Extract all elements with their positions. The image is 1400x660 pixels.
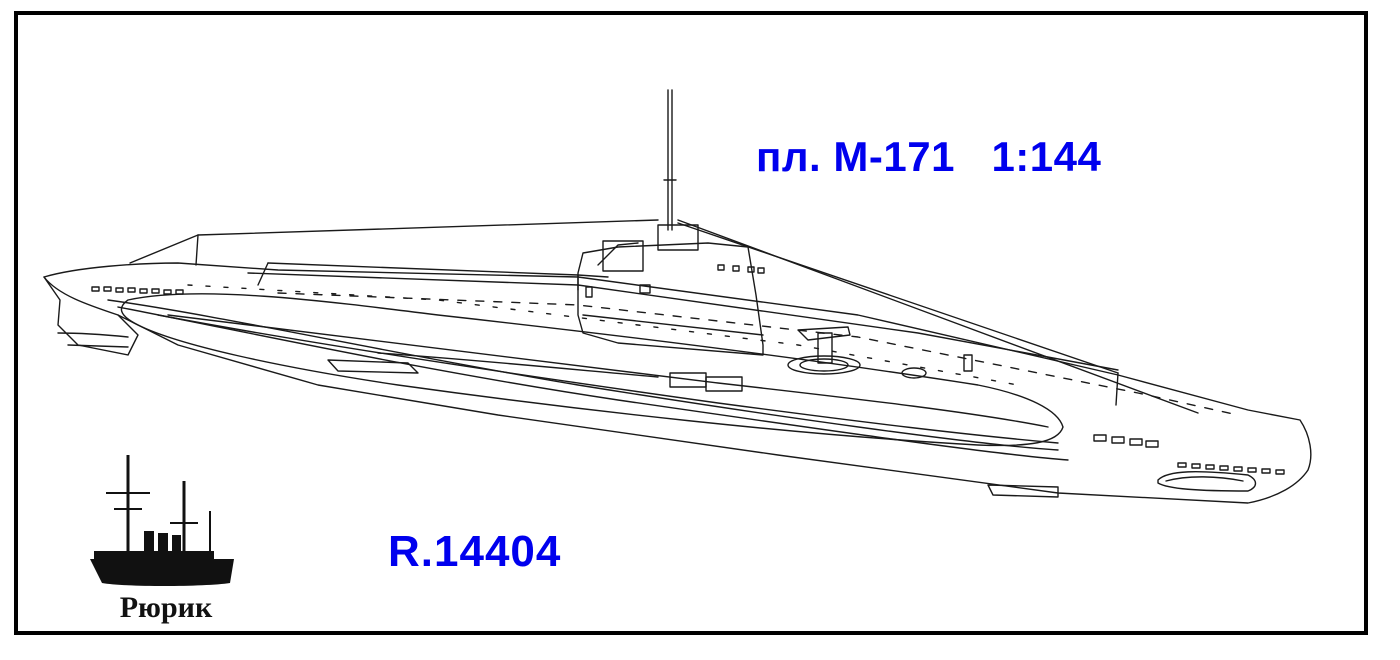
submarine-drawing xyxy=(43,89,1312,504)
torpedo-tube xyxy=(1157,471,1257,492)
model-title: пл. М-171 1:144 xyxy=(756,133,1102,180)
brand-logo: Рюрик xyxy=(84,451,244,631)
conning-tower xyxy=(577,242,764,356)
brand-name: Рюрик xyxy=(119,591,213,624)
limber-holes xyxy=(1093,434,1285,475)
cruiser-silhouette-icon xyxy=(90,455,234,586)
saddle-tank xyxy=(120,293,1064,447)
drawing-frame: пл. М-171 1:144 R.14404 xyxy=(14,11,1368,635)
product-code: R.14404 xyxy=(388,527,562,576)
deck-gun xyxy=(797,326,851,341)
hull-outline xyxy=(43,262,1312,504)
